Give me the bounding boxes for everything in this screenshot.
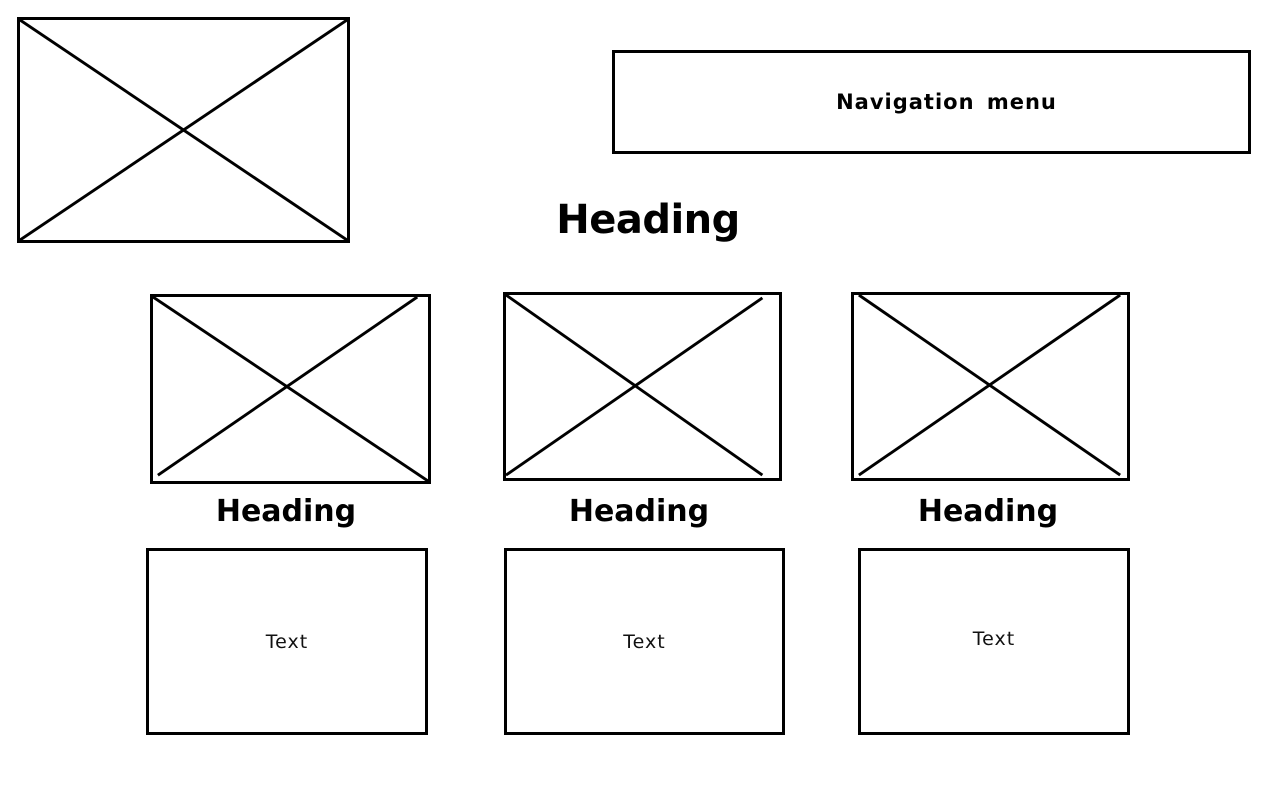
- card-1-image-placeholder: [150, 294, 431, 484]
- navigation-menu[interactable]: Navigation menu: [612, 50, 1251, 154]
- image-placeholder-icon: [20, 20, 347, 240]
- image-placeholder-icon: [506, 295, 764, 477]
- card-1-heading: Heading: [215, 494, 357, 529]
- card-3-text-box: Text: [858, 548, 1130, 735]
- card-2-image-placeholder: [503, 292, 782, 481]
- page-heading: Heading: [556, 197, 740, 243]
- card-2-text-box: Text: [504, 548, 785, 735]
- card-3-image-placeholder: [851, 292, 1130, 481]
- card-1-text: Text: [265, 630, 309, 653]
- card-2-heading: Heading: [568, 494, 710, 529]
- card-1-text-box: Text: [146, 548, 428, 735]
- card-3-heading: Heading: [917, 494, 1059, 529]
- logo-image-placeholder: [17, 17, 350, 243]
- image-placeholder-icon: [153, 297, 428, 481]
- card-2-text: Text: [623, 630, 666, 653]
- card-3-text: Text: [972, 627, 1016, 650]
- image-placeholder-icon: [858, 295, 1121, 477]
- navigation-menu-label: Navigation menu: [836, 90, 1057, 114]
